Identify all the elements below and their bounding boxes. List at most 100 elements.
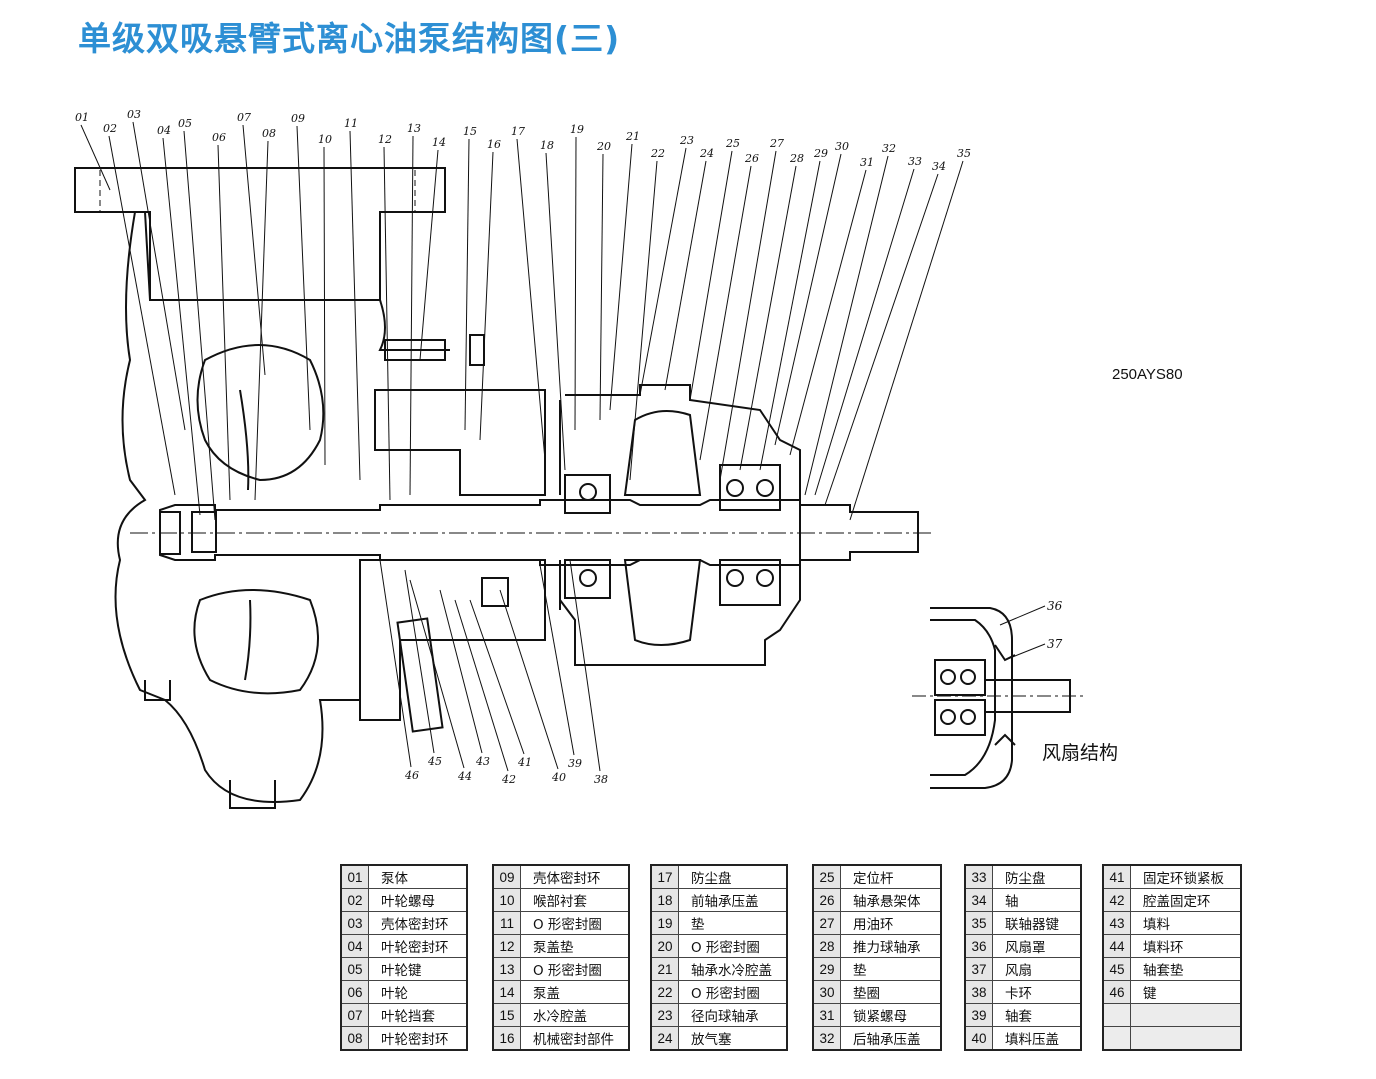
part-number: 31 — [812, 1003, 841, 1027]
callout-number-11: 11 — [344, 117, 358, 130]
callout-number-13: 13 — [407, 122, 421, 135]
fan-structure-detail — [912, 607, 1085, 789]
callout-number-10: 10 — [318, 133, 332, 146]
callout-number-22: 22 — [650, 147, 665, 160]
callout-leader-lines — [80, 121, 1046, 772]
callout-leader-33 — [814, 168, 915, 496]
part-name: 垫圈 — [840, 980, 942, 1004]
part-name: 垫 — [678, 911, 788, 935]
part-name: 机械密封部件 — [520, 1026, 630, 1051]
callout-number-39: 39 — [568, 757, 582, 770]
part-name: 前轴承压盖 — [678, 888, 788, 912]
callout-leader-41 — [469, 599, 525, 755]
part-number: 16 — [492, 1026, 521, 1051]
part-name: 风扇 — [992, 957, 1082, 981]
callout-leader-02 — [108, 135, 176, 496]
part-name: 泵体 — [368, 864, 468, 889]
callout-number-28: 28 — [789, 152, 804, 165]
callout-leader-19 — [574, 136, 577, 431]
part-number: 33 — [964, 864, 993, 889]
part-number: 23 — [650, 1003, 679, 1027]
part-number: 09 — [492, 864, 521, 889]
callout-number-07: 07 — [237, 111, 251, 124]
part-name: 轴承悬架体 — [840, 888, 942, 912]
part-name: 填料环 — [1130, 934, 1242, 958]
part-number: 07 — [340, 1003, 369, 1027]
part-name: O 形密封圈 — [678, 934, 788, 958]
callout-leader-10 — [323, 146, 326, 466]
pump-body-outline — [74, 167, 935, 809]
callout-number-25: 25 — [725, 137, 740, 150]
callout-leader-31 — [789, 169, 867, 456]
part-name: 叶轮挡套 — [368, 1003, 468, 1027]
part-number: 05 — [340, 957, 369, 981]
callout-leader-32 — [804, 155, 889, 496]
callout-leader-17 — [516, 138, 546, 461]
callout-number-29: 29 — [813, 147, 828, 160]
part-number: 01 — [340, 864, 369, 889]
part-number: 45 — [1102, 957, 1131, 981]
callout-number-02: 02 — [103, 122, 117, 135]
part-name: 垫 — [840, 957, 942, 981]
part-name: 风扇罩 — [992, 934, 1082, 958]
part-number: 26 — [812, 888, 841, 912]
part-number: 12 — [492, 934, 521, 958]
part-name: 定位杆 — [840, 864, 942, 889]
part-number: 32 — [812, 1026, 841, 1051]
part-name: O 形密封圈 — [520, 957, 630, 981]
callout-leader-14 — [419, 149, 439, 361]
part-name: 防尘盘 — [992, 864, 1082, 889]
part-name: 用油环 — [840, 911, 942, 935]
part-number: 29 — [812, 957, 841, 981]
part-name: 壳体密封环 — [368, 911, 468, 935]
callout-number-06: 06 — [212, 131, 226, 144]
parts-row — [1102, 1003, 1242, 1027]
callout-leader-11 — [349, 130, 361, 481]
callout-number-21: 21 — [625, 130, 640, 143]
callout-number-33: 33 — [908, 155, 922, 168]
part-number: 28 — [812, 934, 841, 958]
callout-leader-08 — [254, 140, 269, 501]
part-number: 44 — [1102, 934, 1131, 958]
part-number: 02 — [340, 888, 369, 912]
part-number: 34 — [964, 888, 993, 912]
part-number: 14 — [492, 980, 521, 1004]
callout-leader-34 — [824, 173, 939, 506]
part-number: 36 — [964, 934, 993, 958]
part-name: O 形密封圈 — [678, 980, 788, 1004]
callout-leader-27 — [719, 150, 777, 481]
part-number: 46 — [1102, 980, 1131, 1004]
callout-number-16: 16 — [487, 138, 501, 151]
callout-leader-07 — [242, 124, 266, 376]
callout-leader-25 — [689, 150, 733, 401]
callout-number-19: 19 — [570, 123, 584, 136]
part-name: 泵盖垫 — [520, 934, 630, 958]
callout-number-03: 03 — [127, 108, 141, 121]
callout-number-27: 27 — [769, 137, 784, 150]
part-number: 21 — [650, 957, 679, 981]
part-name: 叶轮螺母 — [368, 888, 468, 912]
callout-number-43: 43 — [475, 755, 490, 768]
part-name: 壳体密封环 — [520, 864, 630, 889]
part-number: 06 — [340, 980, 369, 1004]
callout-number-46: 46 — [404, 769, 419, 782]
callout-number-41: 41 — [517, 756, 532, 769]
callout-leader-29 — [759, 160, 821, 471]
callout-number-20: 20 — [596, 140, 611, 153]
callout-leader-23 — [639, 147, 687, 396]
callout-number-32: 32 — [882, 142, 896, 155]
